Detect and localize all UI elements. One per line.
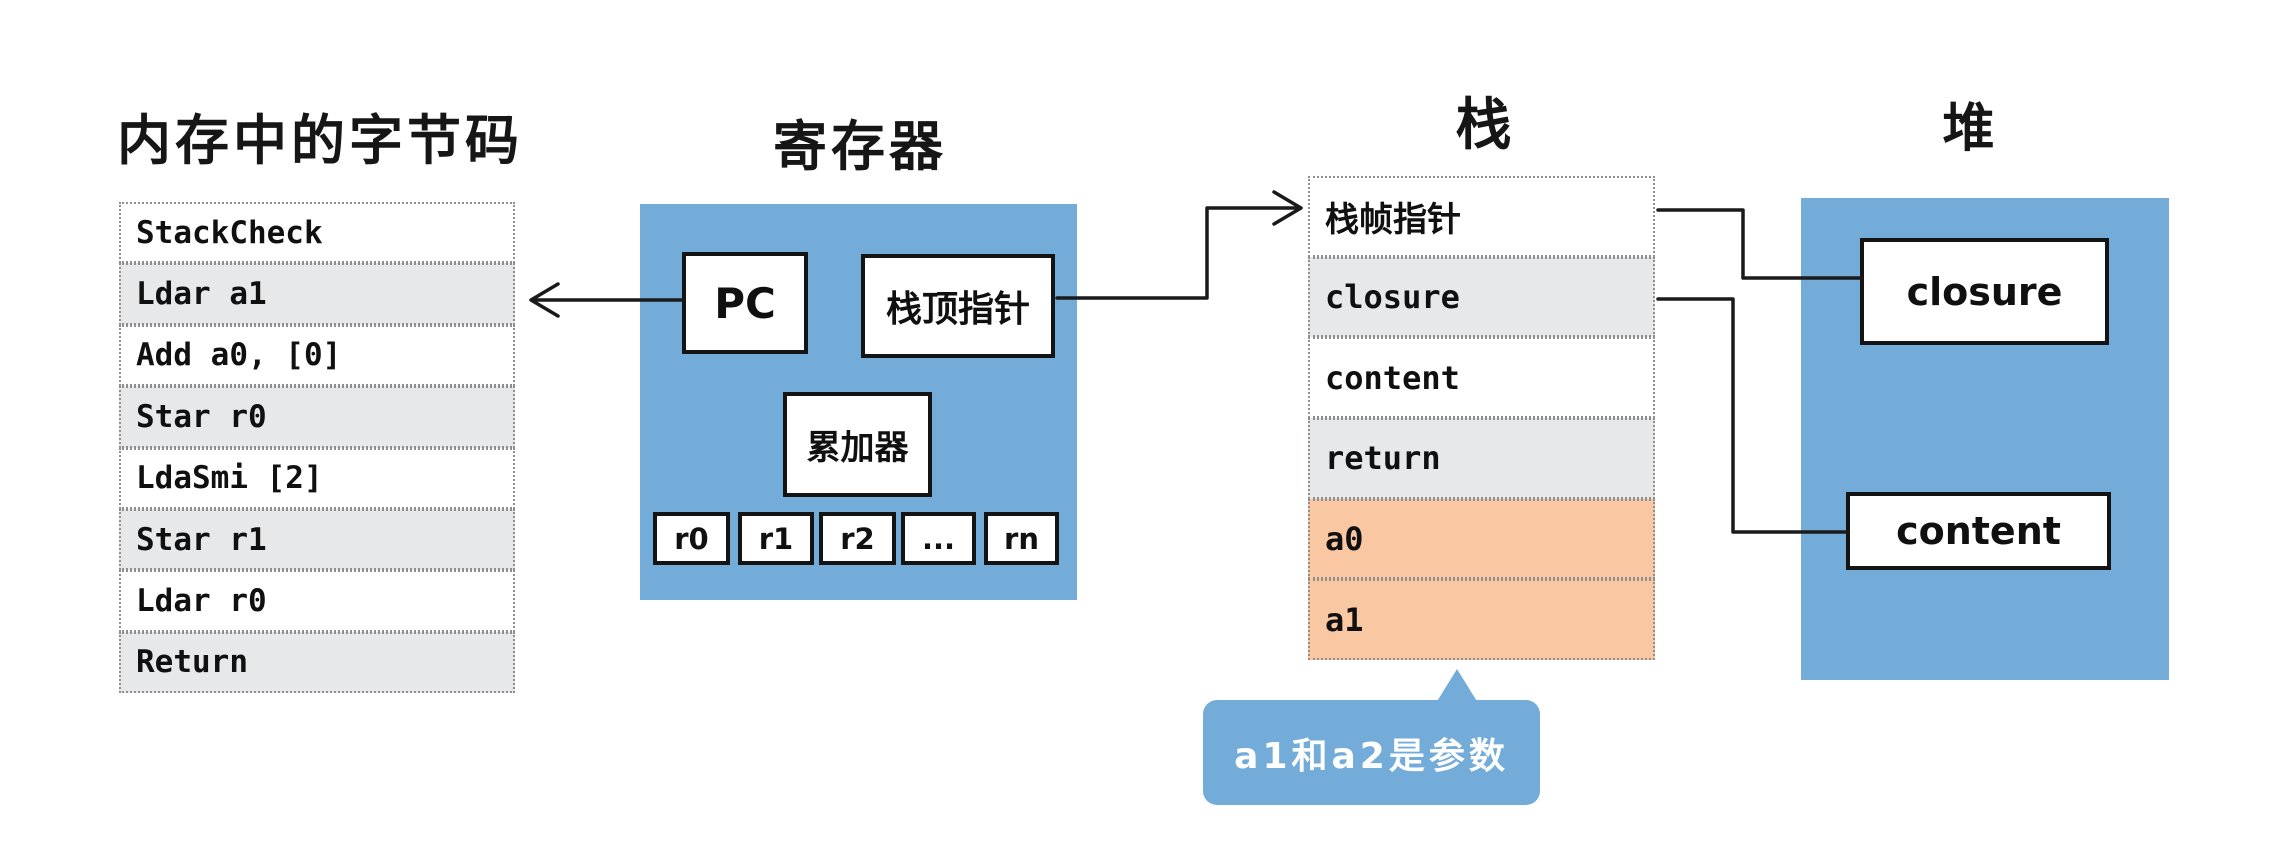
- heap-content-box: content: [1846, 492, 2111, 570]
- bytecode-row: Ldar a1: [119, 263, 515, 325]
- parameters-callout: a1和a2是参数: [1203, 700, 1540, 805]
- stack-row-a0: a0: [1308, 498, 1655, 580]
- register-rn-box: rn: [984, 512, 1059, 565]
- bytecode-row: StackCheck: [119, 202, 515, 264]
- register-r0-box: r0: [653, 512, 730, 565]
- stack-row-content: content: [1308, 337, 1655, 419]
- arrow-right-icon: [1272, 190, 1303, 226]
- bytecode-section-title: 内存中的字节码: [117, 109, 523, 172]
- registers-panel: PC 栈顶指针 累加器 r0 r1 r2 ... rn: [640, 204, 1077, 600]
- stack-section-title: 栈: [1455, 93, 1516, 158]
- stack-row-return: return: [1308, 418, 1655, 499]
- heap-section-title: 堆: [1942, 99, 1999, 159]
- stack-row-closure: closure: [1308, 256, 1655, 338]
- bytecode-row: Star r0: [119, 386, 515, 448]
- stack-list: 栈帧指针 closure content return a0 a1: [1308, 176, 1655, 661]
- accumulator-box: 累加器: [783, 392, 932, 497]
- callout-tail: [1436, 669, 1478, 703]
- register-ellipsis-box: ...: [901, 512, 976, 565]
- heap-closure-box: closure: [1860, 238, 2109, 345]
- pc-register-box: PC: [682, 252, 808, 354]
- bytecode-row: Star r1: [119, 508, 515, 571]
- bytecode-list: StackCheck Ldar a1 Add a0, [0] Star r0 L…: [119, 202, 515, 694]
- bytecode-row: Add a0, [0]: [119, 324, 515, 387]
- bytecode-row: Ldar r0: [119, 570, 515, 632]
- arrow-left-icon: [529, 282, 560, 318]
- register-r1-box: r1: [738, 512, 814, 565]
- heap-panel: closure content: [1801, 198, 2169, 680]
- bytecode-row: LdaSmi [2]: [119, 447, 515, 509]
- stack-row-a1: a1: [1308, 579, 1655, 661]
- registers-section-title: 寄存器: [773, 115, 947, 178]
- register-r2-box: r2: [819, 512, 896, 565]
- bytecode-row: Return: [119, 631, 515, 694]
- stacktop-to-stack-arrow-line: [1055, 206, 1300, 300]
- stack-row-frame-pointer: 栈帧指针: [1308, 176, 1655, 257]
- stack-top-pointer-box: 栈顶指针: [861, 254, 1055, 358]
